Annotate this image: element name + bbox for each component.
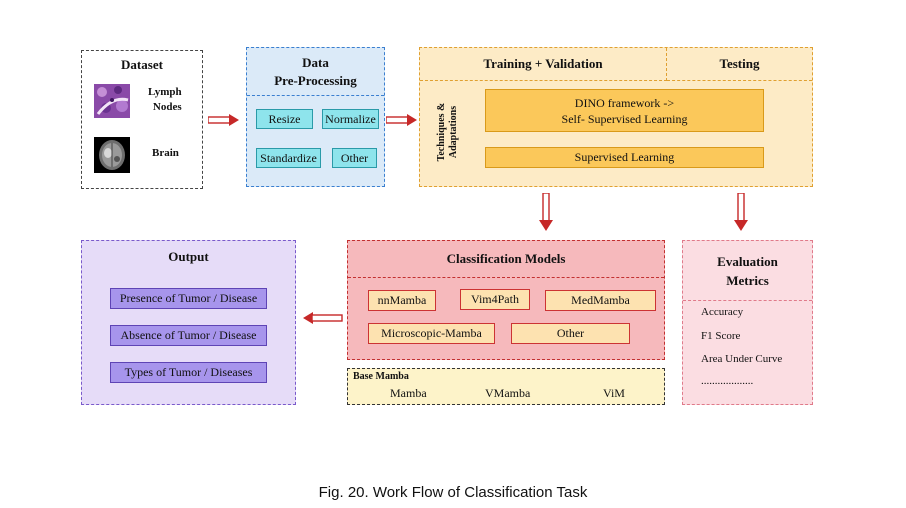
lymph-label-line1: Lymph (148, 86, 182, 98)
metric-accuracy: Accuracy (701, 306, 744, 318)
metric-f1: F1 Score (701, 330, 741, 342)
figure-caption: Fig. 20. Work Flow of Classification Tas… (318, 484, 588, 501)
preprocessing-header: Data Pre-Processing (247, 48, 384, 96)
evaluation-title-line1: Evaluation (717, 253, 778, 269)
classification-title: Classification Models (348, 241, 664, 278)
dino-ssl-box: DINO framework -> Self- Supervised Learn… (485, 89, 764, 132)
output-title: Output (168, 249, 209, 264)
output-item-absence: Absence of Tumor / Disease (110, 325, 267, 346)
arrow-testing-to-evaluation (734, 193, 748, 231)
model-medmamba: MedMamba (545, 290, 656, 311)
classification-box: Classification Models nnMamba Vim4Path M… (347, 240, 665, 360)
metric-ellipsis: ................... (701, 375, 754, 387)
model-nnmamba: nnMamba (368, 290, 436, 311)
lymph-label: Lymph Nodes (148, 85, 182, 115)
prep-step-standardize: Standardize (256, 148, 321, 168)
supervised-learning-box: Supervised Learning (485, 147, 764, 168)
base-mamba-box: Base Mamba Mamba VMamba ViM (347, 368, 665, 405)
dino-line1: DINO framework -> (574, 95, 675, 110)
arrow-prep-to-training (386, 114, 417, 126)
base-mamba-title: Base Mamba (353, 371, 409, 382)
prep-step-normalize: Normalize (322, 109, 379, 129)
arrow-training-to-classification (539, 193, 553, 231)
metric-auc: Area Under Curve (701, 353, 783, 365)
base-mamba-item-mamba: Mamba (390, 386, 427, 400)
output-item-presence: Presence of Tumor / Disease (110, 288, 267, 309)
arrow-classification-to-output (303, 312, 343, 324)
testing-header: Testing (667, 48, 812, 81)
model-vim4path: Vim4Path (460, 289, 530, 310)
evaluation-box: Evaluation Metrics Accuracy F1 Score Are… (682, 240, 813, 405)
training-box: Training + Validation Testing Techniques… (419, 47, 813, 187)
techniques-label: Techniques & Adaptations (434, 92, 462, 172)
prep-step-other: Other (332, 148, 377, 168)
base-mamba-item-vmamba: VMamba (485, 386, 531, 400)
model-microscopic-mamba: Microscopic-Mamba (368, 323, 495, 344)
brain-mri-image (94, 137, 130, 173)
lymph-node-histology-image (94, 84, 130, 118)
dataset-title: Dataset (121, 57, 163, 72)
brain-label: Brain (152, 147, 179, 159)
model-other: Other (511, 323, 630, 344)
base-mamba-item-vim: ViM (603, 386, 625, 400)
evaluation-header: Evaluation Metrics (683, 241, 812, 301)
techniques-label-line1: Techniques & (436, 102, 447, 162)
prep-step-resize: Resize (256, 109, 313, 129)
techniques-label-line2: Adaptations (448, 105, 459, 159)
lymph-label-line2: Nodes (152, 101, 182, 113)
dino-line2: Self- Supervised Learning (561, 111, 688, 126)
arrow-dataset-to-prep (208, 114, 239, 126)
training-header: Training + Validation (420, 48, 667, 81)
preprocessing-title-line2: Pre-Processing (274, 72, 357, 88)
evaluation-title-line2: Metrics (726, 272, 769, 288)
preprocessing-title-line1: Data (302, 54, 329, 70)
dataset-box: Dataset Lymph Nodes Brain (81, 50, 203, 189)
preprocessing-box: Data Pre-Processing Resize Normalize Sta… (246, 47, 385, 187)
output-item-types: Types of Tumor / Diseases (110, 362, 267, 383)
output-box: Output Presence of Tumor / Disease Absen… (81, 240, 296, 405)
